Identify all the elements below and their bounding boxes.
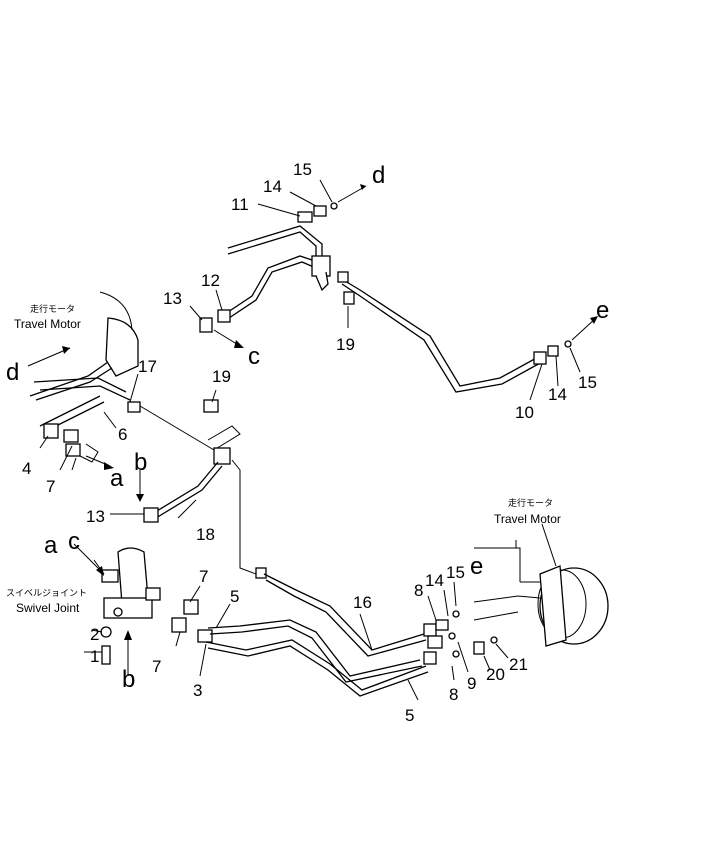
oring-15-top [330,202,338,210]
oring-8 [452,650,460,658]
label-8-top: 8 [414,581,423,600]
ref-a-swivel: a [44,532,58,559]
label-7-left: 7 [46,477,55,496]
oring-9 [448,632,456,640]
label-14-top: 14 [263,177,282,196]
elbow-13-mid [143,507,159,523]
ref-d-left: d [6,359,19,386]
bolt-19-top [343,291,355,305]
label-16: 16 [353,593,372,612]
fitting-9 [427,635,443,649]
middle-pipes [139,399,427,657]
label-5-upper: 5 [230,587,239,606]
fitting-8-b [423,651,437,665]
ref-c-swivel: c [68,528,80,555]
ref-c-top: c [248,343,260,370]
ref-b-bottom: b [122,666,135,693]
fitting-17 [127,401,141,413]
fitting-11 [297,211,313,223]
reference-letters: d c e d a b a c b e [6,162,609,693]
label-18: 18 [196,525,215,544]
caption-travel-motor-right-jp: 走行モータ [508,497,553,509]
caption-swivel-joint-jp: スイベルジョイント [6,589,87,599]
label-10: 10 [515,403,534,422]
oring-21 [490,636,498,644]
fitting-8-a [423,623,437,637]
label-15-top: 15 [293,160,312,179]
fitting-7-swivel-b [171,617,187,633]
caption-travel-motor-left-jp: 走行モータ [30,303,75,315]
swivel-joint-assembly [100,547,429,697]
label-1: 1 [90,647,99,666]
caption-swivel-joint-en: Swivel Joint [16,601,80,615]
captions: 走行モータ Travel Motor 走行モータ Travel Motor スイ… [6,303,561,615]
ref-a-left: a [110,465,124,492]
label-2: 2 [90,625,99,644]
fitting-7-swivel-a [183,599,199,615]
ref-b-top: b [134,449,147,476]
label-13-top: 13 [163,289,182,308]
label-6: 6 [118,425,127,444]
elbow-13-top [199,317,213,333]
fitting-14-right [547,345,559,357]
fitting-upper-right [337,271,349,283]
fitting-7-left [63,429,79,443]
label-17: 17 [138,357,157,376]
label-21: 21 [509,655,528,674]
swivel-port-c [145,587,161,601]
label-11: 11 [231,195,249,214]
label-3: 3 [193,681,202,700]
oring-15-motor [452,610,460,618]
label-7-upper: 7 [199,567,208,586]
tee-block [311,255,331,277]
left-travel-motor [29,291,141,463]
label-15-right: 15 [578,373,597,392]
label-20: 20 [486,665,505,684]
fitting-10 [533,351,547,365]
fitting-16 [255,567,267,579]
fitting-4 [43,423,59,439]
fitting-14-top [313,205,327,217]
label-9: 9 [467,674,476,693]
bolt-1 [101,645,111,665]
part-number-labels: 15 14 11 12 13 19 10 14 15 17 19 6 4 7 1… [22,160,597,725]
swivel-port-a [101,569,119,583]
label-12: 12 [201,271,220,290]
washer-2 [100,626,112,638]
label-5-lower: 5 [405,706,414,725]
fitting-14-motor [435,619,449,631]
bolt-19-mid [203,399,219,413]
label-15-motor: 15 [446,563,465,582]
label-4: 4 [22,459,31,478]
ref-d-top: d [372,162,385,189]
label-14-right: 14 [548,385,567,404]
ref-e-right: e [596,297,609,324]
ref-e-motor: e [470,553,483,580]
tee-18 [213,447,231,465]
label-7-lower: 7 [152,657,161,676]
fitting-7-left-b [65,443,81,457]
caption-travel-motor-left-en: Travel Motor [14,317,81,331]
fitting-3 [197,629,213,643]
swivel-base [103,597,153,619]
leader-lines [27,179,598,701]
caption-travel-motor-right-en: Travel Motor [494,512,561,526]
label-8-bottom: 8 [449,685,458,704]
plug-20 [473,641,485,655]
oring-15-right [564,340,572,348]
swivel-hole [113,607,123,617]
upper-pipe-assembly [199,202,572,393]
label-19-mid: 19 [212,367,231,386]
right-travel-motor [423,540,609,665]
fitting-12 [217,309,231,323]
label-14-motor: 14 [425,571,444,590]
label-19-top: 19 [336,335,355,354]
label-13-mid: 13 [86,507,105,526]
